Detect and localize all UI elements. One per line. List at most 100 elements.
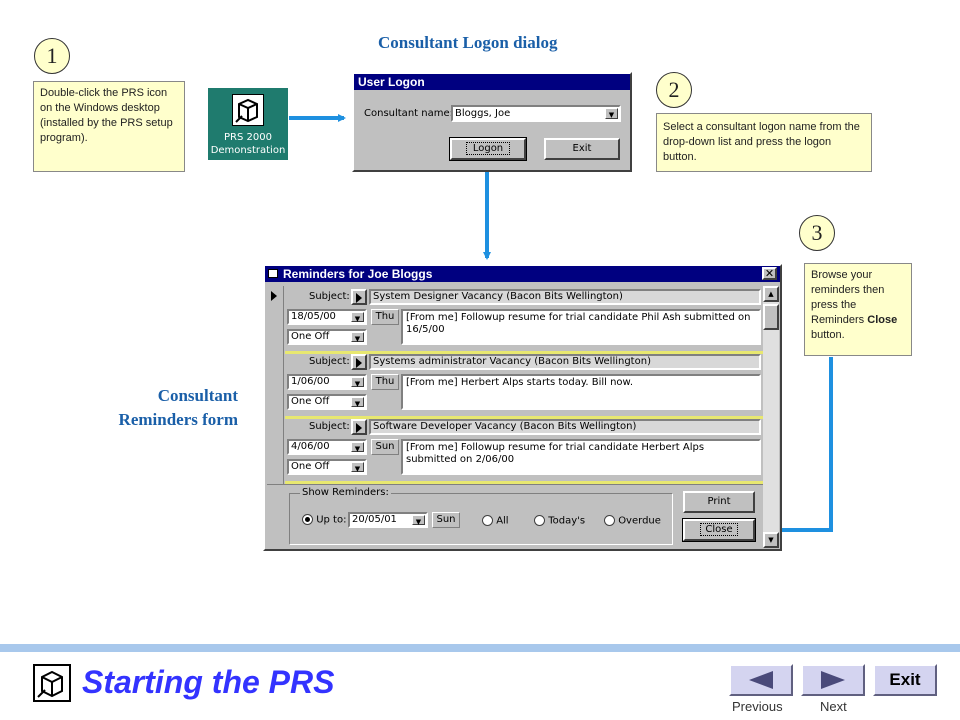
page-title: Starting the PRS bbox=[82, 664, 335, 700]
chevron-down-icon[interactable]: ▼ bbox=[351, 377, 364, 388]
reminder-note-2[interactable]: [From me] Herbert Alps starts today. Bil… bbox=[401, 374, 761, 410]
previous-label: Previous bbox=[732, 699, 783, 714]
reminders-title-bar: Reminders for Joe Bloggs ✕ bbox=[265, 266, 780, 282]
todays-radio[interactable] bbox=[534, 515, 545, 526]
prs-logo-icon bbox=[33, 664, 71, 702]
chevron-down-icon[interactable]: ▼ bbox=[351, 312, 364, 323]
chevron-down-icon[interactable]: ▼ bbox=[351, 397, 364, 408]
scroll-thumb[interactable] bbox=[763, 304, 779, 330]
overdue-radio[interactable] bbox=[604, 515, 615, 526]
window-close-icon[interactable]: ✕ bbox=[762, 267, 777, 280]
prs-desktop-icon[interactable]: PRS 2000 Demonstration bbox=[208, 88, 288, 160]
subject-goto-button-3[interactable] bbox=[351, 419, 367, 435]
close-button[interactable]: Close bbox=[682, 518, 756, 542]
logon-dialog-heading: Consultant Logon dialog bbox=[378, 33, 558, 52]
all-radio[interactable] bbox=[482, 515, 493, 526]
subject-field-1[interactable]: System Designer Vacancy (Bacon Bits Well… bbox=[369, 289, 761, 305]
chevron-down-icon[interactable]: ▼ bbox=[351, 442, 364, 453]
step-3-number: 3 bbox=[799, 215, 835, 251]
date-value-2: 1/06/00 bbox=[291, 376, 330, 387]
arrow-step3-to-close bbox=[758, 357, 833, 534]
repeat-value-1: One Off bbox=[291, 331, 330, 342]
overdue-option[interactable]: Overdue bbox=[604, 515, 661, 527]
reminder-note-1[interactable]: [From me] Followup resume for trial cand… bbox=[401, 309, 761, 345]
subject-label-1: Subject: bbox=[309, 291, 350, 302]
footer-bar bbox=[0, 644, 960, 652]
subject-field-2[interactable]: Systems administrator Vacancy (Bacon Bit… bbox=[369, 354, 761, 370]
current-record-indicator-icon bbox=[271, 291, 277, 301]
form-icon bbox=[268, 269, 278, 278]
all-option[interactable]: All bbox=[482, 515, 509, 527]
reminder-row-2[interactable]: Subject: Systems administrator Vacancy (… bbox=[285, 352, 763, 419]
triangle-left-icon bbox=[749, 671, 773, 689]
play-arrow-icon bbox=[356, 423, 362, 433]
date-select-1[interactable]: 18/05/00 ▼ bbox=[287, 309, 367, 325]
consultant-name-label: Consultant name: bbox=[364, 108, 453, 119]
exit-button[interactable]: Exit bbox=[873, 664, 937, 696]
step-3-text-before: Browse your reminders then press the Rem… bbox=[811, 269, 885, 326]
step-3-note: Browse your reminders then press the Rem… bbox=[804, 263, 912, 356]
chevron-down-icon[interactable]: ▼ bbox=[412, 515, 425, 526]
exit-logon-button[interactable]: Exit bbox=[544, 138, 620, 160]
subject-label-2: Subject: bbox=[309, 356, 350, 367]
subject-label-3: Subject: bbox=[309, 421, 350, 432]
logon-title-bar: User Logon bbox=[354, 74, 630, 90]
reminder-row-3[interactable]: Subject: Software Developer Vacancy (Bac… bbox=[285, 417, 763, 484]
todays-label: Today's bbox=[548, 515, 586, 527]
chevron-down-icon[interactable]: ▼ bbox=[351, 332, 364, 343]
step-3-text-after: button. bbox=[811, 329, 845, 341]
consultant-name-select[interactable]: Bloggs, Joe ▼ bbox=[451, 105, 621, 122]
chevron-down-icon[interactable]: ▼ bbox=[605, 108, 618, 119]
up-to-radio[interactable] bbox=[302, 514, 313, 525]
scroll-down-icon[interactable]: ▼ bbox=[763, 532, 779, 548]
show-reminders-group: Show Reminders: Up to: 20/05/01 ▼ Sun All… bbox=[289, 487, 673, 545]
next-label: Next bbox=[820, 699, 847, 714]
prs-app-icon bbox=[232, 94, 264, 126]
reminders-window: Reminders for Joe Bloggs ✕ Subject: Syst… bbox=[263, 264, 782, 551]
reminders-scrollbar[interactable]: ▲ ▼ bbox=[763, 286, 779, 548]
consultant-name-value: Bloggs, Joe bbox=[455, 108, 511, 119]
repeat-select-3[interactable]: One Off ▼ bbox=[287, 459, 367, 475]
up-to-option[interactable]: Up to: bbox=[302, 514, 346, 526]
todays-option[interactable]: Today's bbox=[534, 515, 585, 527]
step-2-note: Select a consultant logon name from the … bbox=[656, 113, 872, 172]
overdue-label: Overdue bbox=[618, 515, 661, 527]
up-to-date-value: 20/05/01 bbox=[352, 514, 397, 525]
desktop-icon-label-line1: PRS 2000 bbox=[224, 132, 272, 143]
reminder-note-3[interactable]: [From me] Followup resume for trial cand… bbox=[401, 439, 761, 475]
up-to-date-select[interactable]: 20/05/01 ▼ bbox=[348, 512, 428, 528]
play-arrow-icon bbox=[356, 293, 362, 303]
show-reminders-label: Show Reminders: bbox=[300, 487, 391, 498]
record-selector-column bbox=[267, 286, 284, 484]
day-label-3: Sun bbox=[371, 439, 399, 455]
date-value-3: 4/06/00 bbox=[291, 441, 330, 452]
reminder-row-1[interactable]: Subject: System Designer Vacancy (Bacon … bbox=[285, 287, 763, 354]
reminders-form-heading-line1: Consultant bbox=[157, 386, 238, 405]
date-select-3[interactable]: 4/06/00 ▼ bbox=[287, 439, 367, 455]
scroll-up-icon[interactable]: ▲ bbox=[763, 286, 779, 302]
subject-goto-button-2[interactable] bbox=[351, 354, 367, 370]
repeat-select-2[interactable]: One Off ▼ bbox=[287, 394, 367, 410]
logon-button[interactable]: Logon bbox=[449, 137, 527, 161]
subject-goto-button-1[interactable] bbox=[351, 289, 367, 305]
reminders-form-heading-line2: Reminders form bbox=[118, 410, 238, 429]
print-button[interactable]: Print bbox=[683, 491, 755, 513]
previous-button[interactable] bbox=[729, 664, 793, 696]
triangle-right-icon bbox=[821, 671, 845, 689]
repeat-value-2: One Off bbox=[291, 396, 330, 407]
step-2-number: 2 bbox=[656, 72, 692, 108]
subject-field-3[interactable]: Software Developer Vacancy (Bacon Bits W… bbox=[369, 419, 761, 435]
up-to-label: Up to: bbox=[316, 514, 347, 526]
date-value-1: 18/05/00 bbox=[291, 311, 336, 322]
up-to-day-label: Sun bbox=[432, 512, 460, 528]
repeat-select-1[interactable]: One Off ▼ bbox=[287, 329, 367, 345]
all-label: All bbox=[496, 515, 509, 527]
chevron-down-icon[interactable]: ▼ bbox=[351, 462, 364, 473]
day-label-1: Thu bbox=[371, 309, 399, 325]
next-button[interactable] bbox=[801, 664, 865, 696]
user-logon-dialog: User Logon Consultant name: Bloggs, Joe … bbox=[352, 72, 632, 172]
date-select-2[interactable]: 1/06/00 ▼ bbox=[287, 374, 367, 390]
step-1-note: Double-click the PRS icon on the Windows… bbox=[33, 81, 185, 172]
repeat-value-3: One Off bbox=[291, 461, 330, 472]
